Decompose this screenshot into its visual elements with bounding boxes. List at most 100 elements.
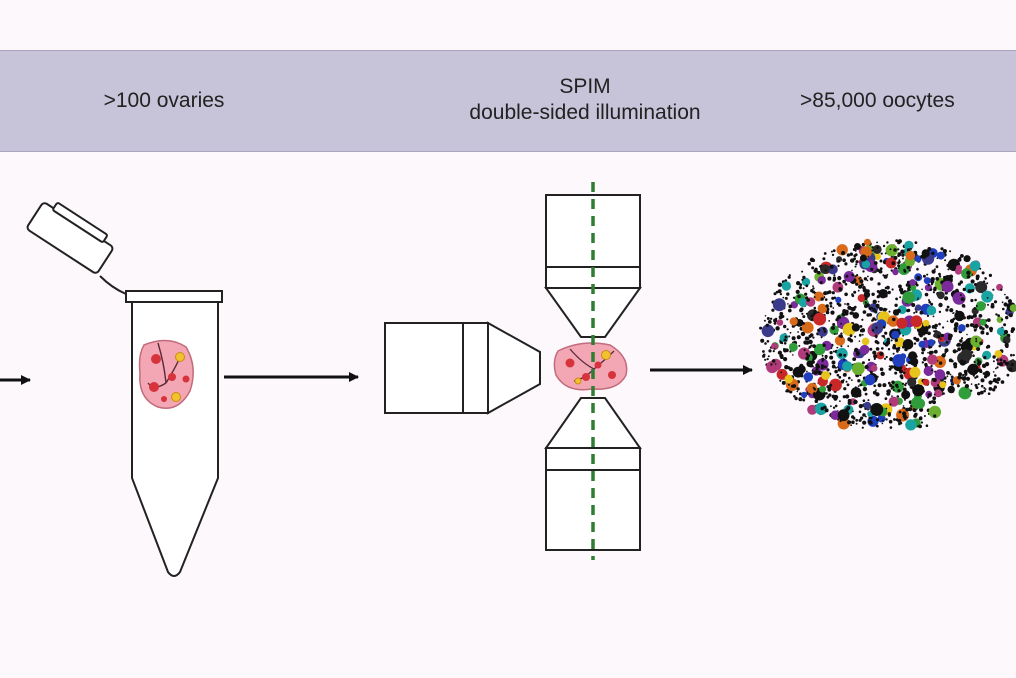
oocyte-dot (829, 264, 834, 269)
oocyte-dot (933, 414, 937, 418)
oocyte-dot (902, 339, 914, 350)
oocyte-dot (792, 296, 796, 299)
oocyte-dot (1006, 373, 1010, 377)
oocyte-dot (912, 384, 925, 397)
oocyte-dot (851, 323, 861, 332)
oocyte-dot (867, 399, 870, 402)
oocyte-dot (963, 255, 971, 263)
oocyte-dot (926, 273, 929, 276)
oocyte-dot (908, 269, 911, 272)
oocyte-dot (836, 373, 840, 377)
oocyte-dot (958, 324, 966, 332)
oocyte-dot (968, 314, 971, 317)
oocyte-dot (771, 342, 778, 350)
oocyte-dot (808, 339, 813, 345)
oocyte-dot (895, 311, 899, 316)
oocyte-dot (884, 286, 888, 290)
oocyte-dot (858, 333, 862, 337)
oocyte-dot (979, 267, 982, 270)
oocyte-dot (889, 248, 892, 251)
oocyte-dot (861, 318, 864, 321)
oocyte-dot (975, 375, 979, 378)
oocyte-dot (876, 246, 879, 249)
oocyte-dot (1009, 304, 1016, 312)
oocyte-dot (852, 357, 857, 361)
oocyte-dot (838, 334, 842, 338)
oocyte-dot (800, 331, 806, 337)
oocyte-dot (781, 380, 786, 385)
oocyte-dot (870, 364, 878, 372)
oocyte-dot (789, 350, 792, 353)
oocyte-dot (773, 318, 778, 323)
oocyte-dot (842, 279, 846, 284)
oocyte-dot (903, 417, 907, 420)
oocyte-dot (884, 331, 888, 335)
oocyte-dot (927, 352, 929, 354)
oocyte-dot (970, 389, 973, 392)
oocyte-dot (900, 290, 905, 295)
oocyte-dot (859, 383, 863, 387)
oocyte-dot (897, 264, 901, 268)
oocyte-dot (918, 424, 922, 429)
oocyte-dot (759, 326, 763, 330)
oocyte-dot (853, 257, 856, 261)
oocyte-dot (853, 290, 857, 294)
oocyte-dot (996, 316, 1003, 323)
oocyte-dot (819, 281, 823, 284)
oocyte-dot (970, 383, 973, 385)
oocyte-dot (923, 366, 934, 376)
oocyte-dot (842, 373, 847, 377)
oocyte-dot (835, 296, 842, 303)
oocyte-dot (957, 375, 962, 380)
oocyte-dot (785, 348, 789, 353)
oocyte-dot (874, 334, 878, 338)
oocyte-dot (813, 392, 816, 395)
oocyte-dot (981, 271, 985, 275)
oocyte-dot (934, 369, 946, 380)
oocyte-dot (876, 295, 879, 299)
oocyte-dot (873, 261, 878, 265)
oocyte-dot (862, 285, 866, 290)
oocyte-dot (898, 284, 902, 289)
oocyte-dot (855, 282, 859, 286)
oocyte-dot (820, 297, 824, 301)
oocyte-dot (967, 368, 971, 372)
oocyte-dot (971, 316, 974, 319)
oocyte-dot (785, 339, 788, 342)
oocyte-dot (779, 353, 784, 358)
oocyte-dot (821, 354, 824, 357)
oocyte-dot (966, 275, 971, 279)
oocyte-dot (874, 310, 878, 314)
oocyte-dot (876, 375, 879, 378)
oocyte-dot (928, 299, 930, 302)
oocyte-dot (802, 398, 806, 402)
oocyte-dot (974, 383, 978, 387)
oocyte-dot (862, 413, 866, 417)
oocyte-dot (866, 279, 869, 282)
oocyte-dot (817, 328, 821, 332)
oocyte-dot (788, 308, 792, 313)
oocyte-dot (1007, 299, 1013, 304)
oocyte-dot (870, 267, 874, 271)
oocyte-dot (772, 359, 776, 363)
oocyte-dot (894, 338, 898, 342)
oocyte-dot (960, 254, 964, 258)
oocyte-dot (902, 291, 915, 304)
header-banner (0, 50, 1016, 152)
oocyte-dot (764, 342, 767, 345)
oocyte-dot (863, 401, 872, 410)
oocyte-dot (909, 366, 921, 378)
oocyte-dot (801, 312, 804, 315)
oocyte-dot (796, 281, 801, 286)
oocyte-dot (898, 410, 902, 414)
oocyte-dot (858, 284, 863, 289)
oocyte-dot (859, 344, 870, 355)
oocyte-dot (784, 374, 793, 384)
oocyte-dot (844, 292, 848, 297)
oocyte-dot (772, 298, 786, 312)
oocyte-dot (797, 294, 801, 299)
oocyte-dot (799, 283, 803, 287)
oocyte-dot (1003, 302, 1008, 307)
oocyte-dot (905, 419, 917, 431)
oocyte-dot (834, 366, 837, 369)
